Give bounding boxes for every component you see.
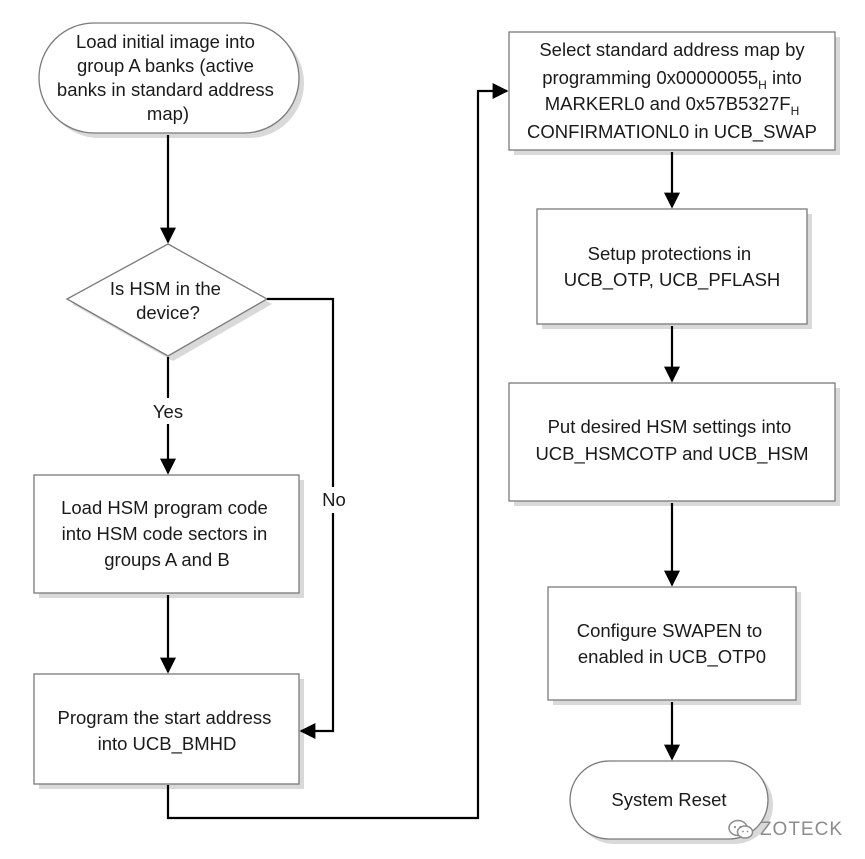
start-text-line-3: banks in standard address	[57, 79, 274, 100]
program-start-text-line-1: Program the start address	[57, 707, 271, 728]
svg-text:Is HSM in the device?: Is HSM in the device?	[110, 278, 226, 323]
svg-text:MARKERL0 and 0x57B5327FH: MARKERL0 and 0x57B5327FH	[545, 93, 799, 118]
watermark: ZOTECK	[728, 819, 843, 841]
svg-text:Load initial image into: Load initial image into group A banks (a…	[57, 31, 279, 124]
svg-text:Setup protections in UCB: Setup protections in UCB_OTP, UCB_PFLASH	[564, 243, 781, 291]
edge-decision-no	[267, 297, 335, 739]
svg-text:System Reset: System Reset	[611, 789, 726, 810]
load-hsm-text-line-3: groups A and B	[104, 549, 230, 570]
start-text-line-1: Load initial image into	[76, 31, 255, 52]
select-map-line-2a: programming 0x00000055	[542, 67, 758, 88]
setup-protections-line-2: UCB_OTP, UCB_PFLASH	[564, 269, 781, 291]
start-text-line-4: map)	[147, 103, 189, 124]
svg-text:Configure SWAPEN to enab: Configure SWAPEN to enabled in UCB_OTP0	[577, 620, 768, 668]
select-address-map-process: Select standard address map by programmi…	[508, 31, 840, 155]
configure-swapen-line-2: enabled in UCB_OTP0	[578, 646, 766, 668]
no-label-bg	[318, 487, 350, 513]
hsm-settings-process: Put desired HSM settings into UCB_HSMCOT…	[508, 382, 840, 506]
load-hsm-text-line-2: into HSM code sectors in	[62, 523, 268, 544]
select-map-line-3a: MARKERL0 and 0x57B5327F	[545, 93, 791, 114]
decision-text-line-1: Is HSM in the	[110, 278, 221, 299]
svg-text:Put desired HSM settings into: Put desired HSM settings into UCB_HSMCOT…	[535, 416, 808, 465]
load-hsm-text-line-1: Load HSM program code	[61, 497, 268, 518]
decision-text-line-2: device?	[136, 302, 200, 323]
select-map-line-4: CONFIRMATIONL0 in UCB_SWAP	[527, 121, 817, 143]
svg-text:CONFIRMATIONL0 in UCB_SWAP: CONFIRMATIONL0 in UCB_SWAP	[527, 121, 817, 143]
setup-protections-line-1: Setup protections in	[588, 243, 752, 264]
select-map-line-2-subscript: H	[758, 78, 767, 92]
select-map-line-1: Select standard address map by	[539, 39, 805, 60]
hsm-settings-line-1: Put desired HSM settings into	[548, 416, 792, 437]
setup-protections-process: Setup protections in UCB_OTP, UCB_PFLASH	[536, 208, 812, 329]
start-text-line-2: group A banks (active	[77, 55, 254, 76]
select-map-line-3-subscript: H	[791, 104, 800, 118]
load-hsm-process: Load HSM program code into HSM code sect…	[33, 474, 304, 598]
wechat-icon	[728, 819, 754, 839]
select-map-line-2b: into	[767, 67, 802, 88]
svg-text:Program the start address: Program the start address into UCB_BMHD	[57, 707, 276, 755]
program-start-text-line-2: into UCB_BMHD	[98, 733, 237, 755]
program-start-process: Program the start address into UCB_BMHD	[33, 673, 304, 789]
hsm-decision-diamond: Is HSM in the device?	[65, 243, 272, 361]
yes-label-bg	[145, 398, 191, 424]
system-reset-text: System Reset	[611, 789, 726, 810]
svg-text:programming 0x00000055H into: programming 0x00000055H into	[542, 67, 802, 92]
start-terminator: Load initial image into group A banks (a…	[38, 22, 304, 138]
svg-text:Load HSM program code in: Load HSM program code into HSM code sect…	[61, 497, 273, 570]
select-map-text: Select standard address map by	[539, 39, 805, 60]
hsm-settings-line-2: UCB_HSMCOTP and UCB_HSM	[535, 443, 808, 465]
configure-swapen-process: Configure SWAPEN to enabled in UCB_OTP0	[547, 586, 801, 705]
watermark-text: ZOTECK	[759, 819, 843, 840]
edge-label-no: No	[322, 489, 346, 510]
edge-label-yes: Yes	[153, 401, 183, 422]
edge-program-to-select-map	[166, 83, 509, 820]
configure-swapen-line-1: Configure SWAPEN to	[577, 620, 762, 641]
system-reset-terminator: System Reset	[569, 760, 773, 844]
